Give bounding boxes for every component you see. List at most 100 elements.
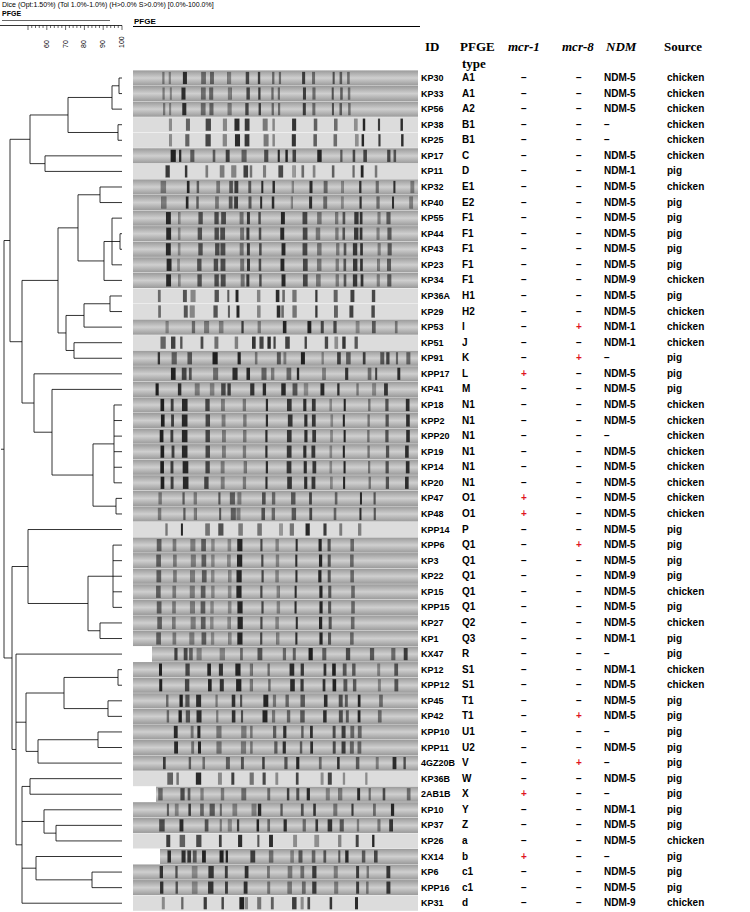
lane-ground: [133, 413, 418, 428]
gel-band: [353, 274, 357, 286]
ndm-type: NDM-1: [604, 633, 636, 645]
gel-band: [220, 165, 225, 177]
gel-band: [332, 165, 335, 177]
source: pig: [667, 259, 682, 271]
scale-tick: [122, 26, 123, 31]
gel-band: [292, 165, 296, 177]
gel-band: [278, 87, 280, 99]
column-header: mcr-8: [562, 39, 594, 54]
gel-band: [321, 773, 324, 785]
gel-band: [185, 679, 189, 691]
gel-band: [309, 181, 312, 193]
dendrogram-branch: [36, 856, 122, 857]
gel-band: [191, 726, 194, 738]
gel-band: [166, 695, 168, 707]
source: pig: [667, 368, 682, 380]
gel-band: [393, 757, 397, 769]
gel-band: [221, 461, 225, 473]
gel-band: [183, 461, 189, 473]
gel-band: [344, 274, 347, 286]
lane-ground: [133, 662, 418, 677]
scale-number: 100: [118, 36, 126, 48]
source: pig: [667, 228, 682, 240]
gel-band: [165, 165, 169, 177]
gel-band: [351, 804, 353, 816]
mcr1-result: −: [521, 524, 527, 536]
lane-ground: [133, 600, 418, 615]
mcr1-result: −: [521, 165, 527, 177]
gel-title-rule: [133, 26, 420, 27]
gel-band: [210, 72, 214, 84]
gel-band: [278, 165, 283, 177]
mcr8-result: −: [576, 897, 582, 909]
source: chicken: [667, 321, 704, 333]
gel-band: [167, 773, 173, 785]
gel-lane: [133, 615, 418, 630]
band-group: [167, 773, 367, 785]
gel-band: [353, 259, 357, 271]
lane-ground: [133, 320, 418, 335]
gel-band: [158, 305, 161, 317]
gel-band: [214, 337, 218, 349]
gel-band: [237, 819, 239, 831]
band-group: [171, 368, 400, 380]
dendrogram-branch: [78, 260, 104, 261]
gel-band: [190, 150, 194, 162]
gel-band: [367, 866, 369, 878]
gel-band: [356, 882, 359, 894]
gel-band: [204, 477, 208, 489]
column-header: mcr-1: [508, 39, 540, 54]
pfge-type: Q1: [462, 555, 475, 567]
gel-band: [197, 710, 202, 722]
gel-band: [165, 523, 167, 535]
gel-band: [317, 150, 321, 162]
gel-band: [338, 850, 340, 862]
gel-band: [172, 617, 176, 629]
gel-band: [218, 523, 223, 535]
gel-lane: [133, 304, 418, 319]
gel-band: [293, 383, 298, 395]
gel-band: [406, 430, 410, 442]
ndm-type: NDM-5: [604, 259, 636, 271]
gel-band: [174, 741, 178, 753]
gel-band: [406, 352, 410, 364]
mcr8-result: −: [576, 399, 582, 411]
source: chicken: [667, 274, 704, 286]
pfge-type: Q2: [462, 617, 475, 629]
gel-band: [178, 710, 181, 722]
gel-band: [284, 757, 287, 769]
gel-band: [258, 321, 261, 333]
mcr1-result: −: [521, 866, 527, 878]
gel-band: [304, 430, 307, 442]
gel-band: [292, 119, 296, 131]
gel-band: [334, 337, 338, 349]
gel-lane: [133, 538, 418, 553]
band-group: [166, 228, 391, 240]
gel-band: [406, 461, 410, 473]
source: pig: [667, 866, 682, 878]
isolate-id: KP27: [421, 617, 444, 629]
gel-band: [388, 243, 392, 255]
lane-ground: [133, 70, 418, 85]
lane-ground: [133, 615, 418, 630]
mcr8-result: −: [576, 788, 582, 800]
gel-band: [304, 414, 307, 426]
gel-band: [220, 679, 224, 691]
band-group: [166, 695, 383, 707]
gel-band: [157, 617, 162, 629]
mcr1-result: −: [521, 134, 527, 146]
gel-band: [182, 446, 188, 458]
mcr8-result: −: [576, 882, 582, 894]
band-group: [158, 290, 375, 302]
mcr1-result: −: [521, 710, 527, 722]
gel-band: [386, 866, 390, 878]
mcr1-result: −: [521, 306, 527, 318]
isolate-id: KX47: [421, 648, 444, 660]
gel-band: [377, 274, 380, 286]
gel-band: [345, 850, 348, 862]
mcr1-result: −: [521, 679, 527, 691]
source: pig: [667, 882, 682, 894]
gel-band: [202, 632, 207, 644]
gel-band: [319, 617, 322, 629]
isolate-id: KPP15: [421, 601, 450, 613]
